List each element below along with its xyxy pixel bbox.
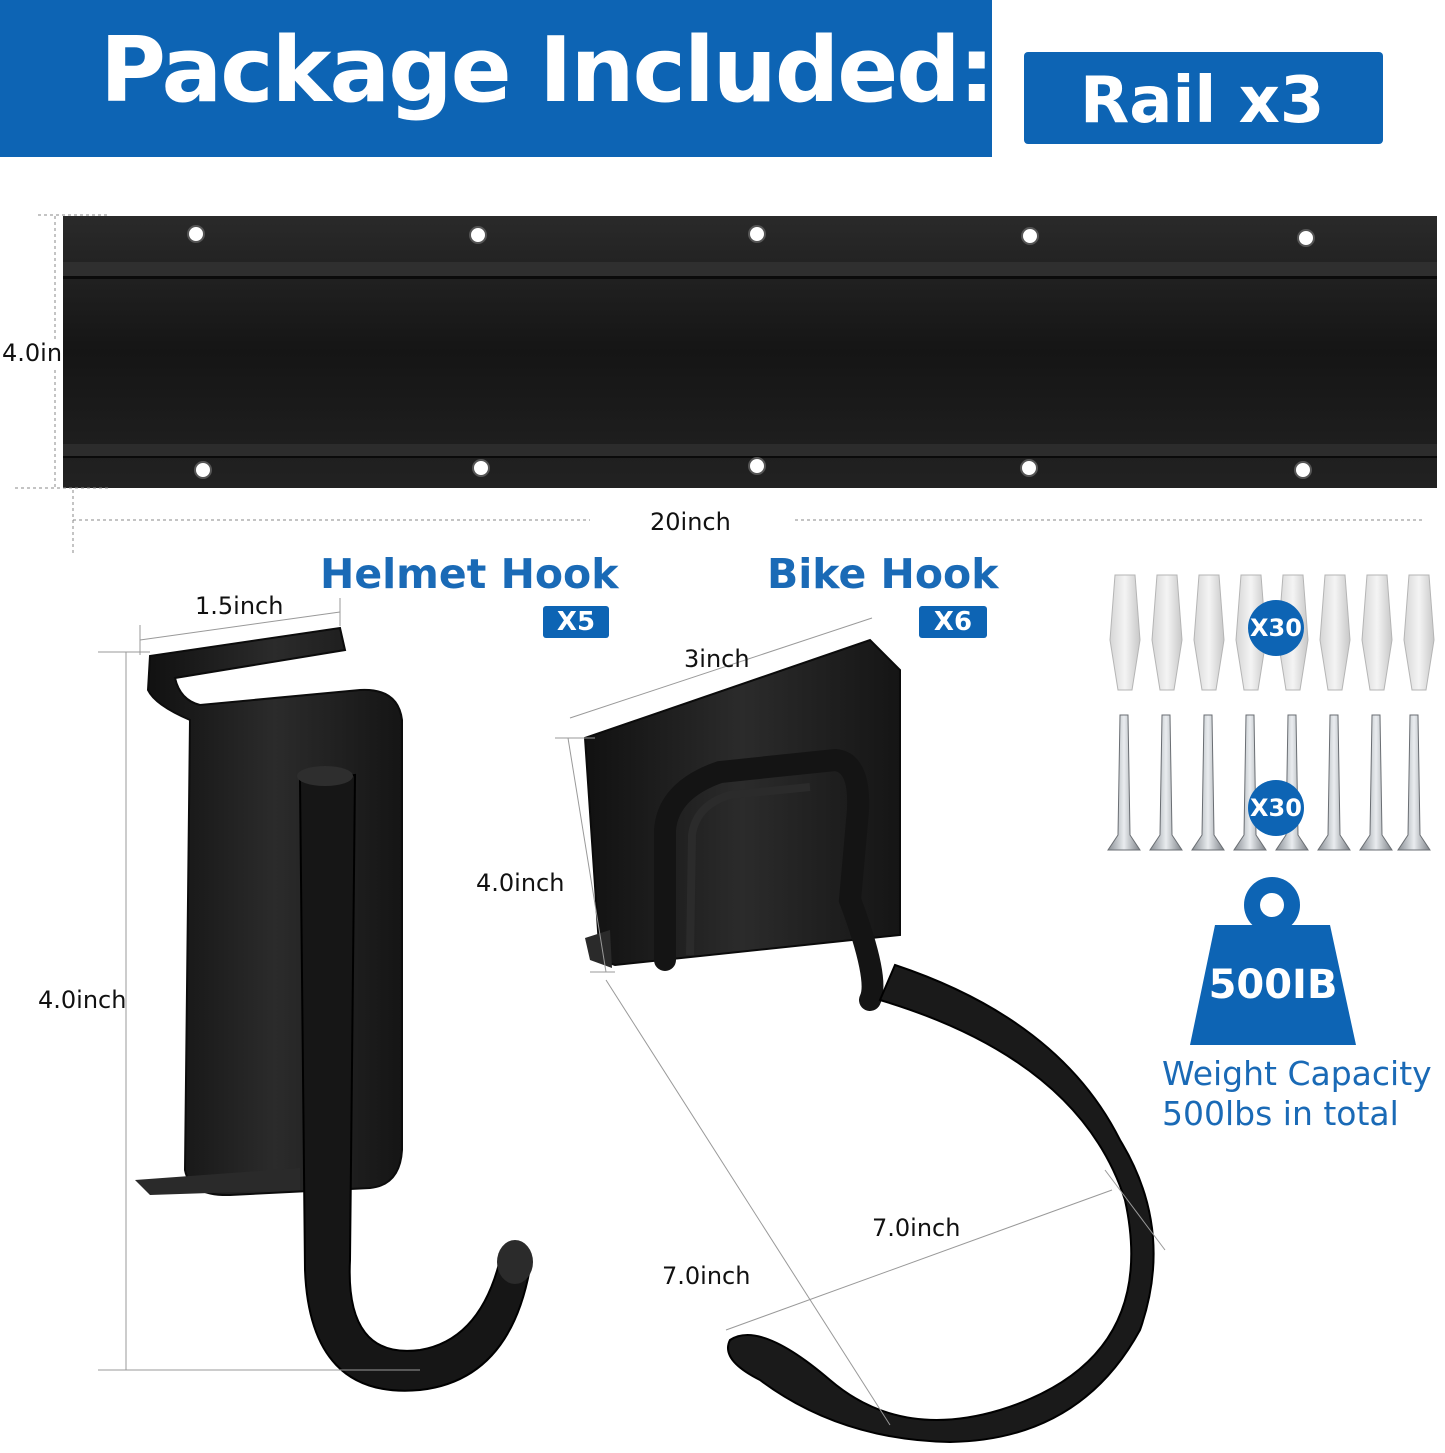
helmet-hook-height-label: 4.0inch [38, 986, 127, 1014]
bike-hook-depth-label: 7.0inch [662, 1262, 751, 1290]
bike-hook-dimension-lines [555, 617, 1166, 1426]
rail-image [63, 216, 1437, 488]
rail-dimension-lines [15, 214, 1425, 555]
helmet-hook-image [135, 626, 533, 1392]
helmet-hook-qty-badge: X5 [543, 606, 609, 638]
bike-hook-image [583, 638, 1155, 1444]
bike-hook-qty-badge: X6 [919, 606, 987, 638]
bike-hook-reach-label: 7.0inch [872, 1214, 961, 1242]
weight-icon [1190, 877, 1356, 1045]
title-banner [0, 0, 992, 157]
wall-anchors-image [1109, 574, 1435, 691]
weight-caption-line2: 500lbs in total [1162, 1094, 1399, 1133]
weight-badge-text: 500IB [1208, 962, 1338, 1008]
page-title: Package Included: [100, 18, 995, 123]
anchors-qty-badge: X30 [1248, 600, 1304, 656]
rail-length-label: 20inch [650, 508, 731, 536]
weight-caption-line1: Weight Capacity [1162, 1054, 1432, 1093]
bike-hook-heading: Bike Hook [767, 550, 999, 598]
rail-height-label: 4.0in [2, 339, 63, 367]
screws-qty-badge: X30 [1248, 780, 1304, 836]
helmet-hook-heading: Helmet Hook [320, 550, 619, 598]
helmet-hook-dimension-lines [98, 598, 420, 1371]
screws-image [1107, 714, 1431, 851]
bike-hook-height-label: 4.0inch [476, 869, 565, 897]
rail-quantity-label: Rail x3 [1080, 64, 1325, 138]
rail-quantity-badge [1024, 52, 1383, 144]
helmet-hook-width-label: 1.5inch [195, 592, 284, 620]
bike-hook-width-label: 3inch [684, 645, 750, 673]
